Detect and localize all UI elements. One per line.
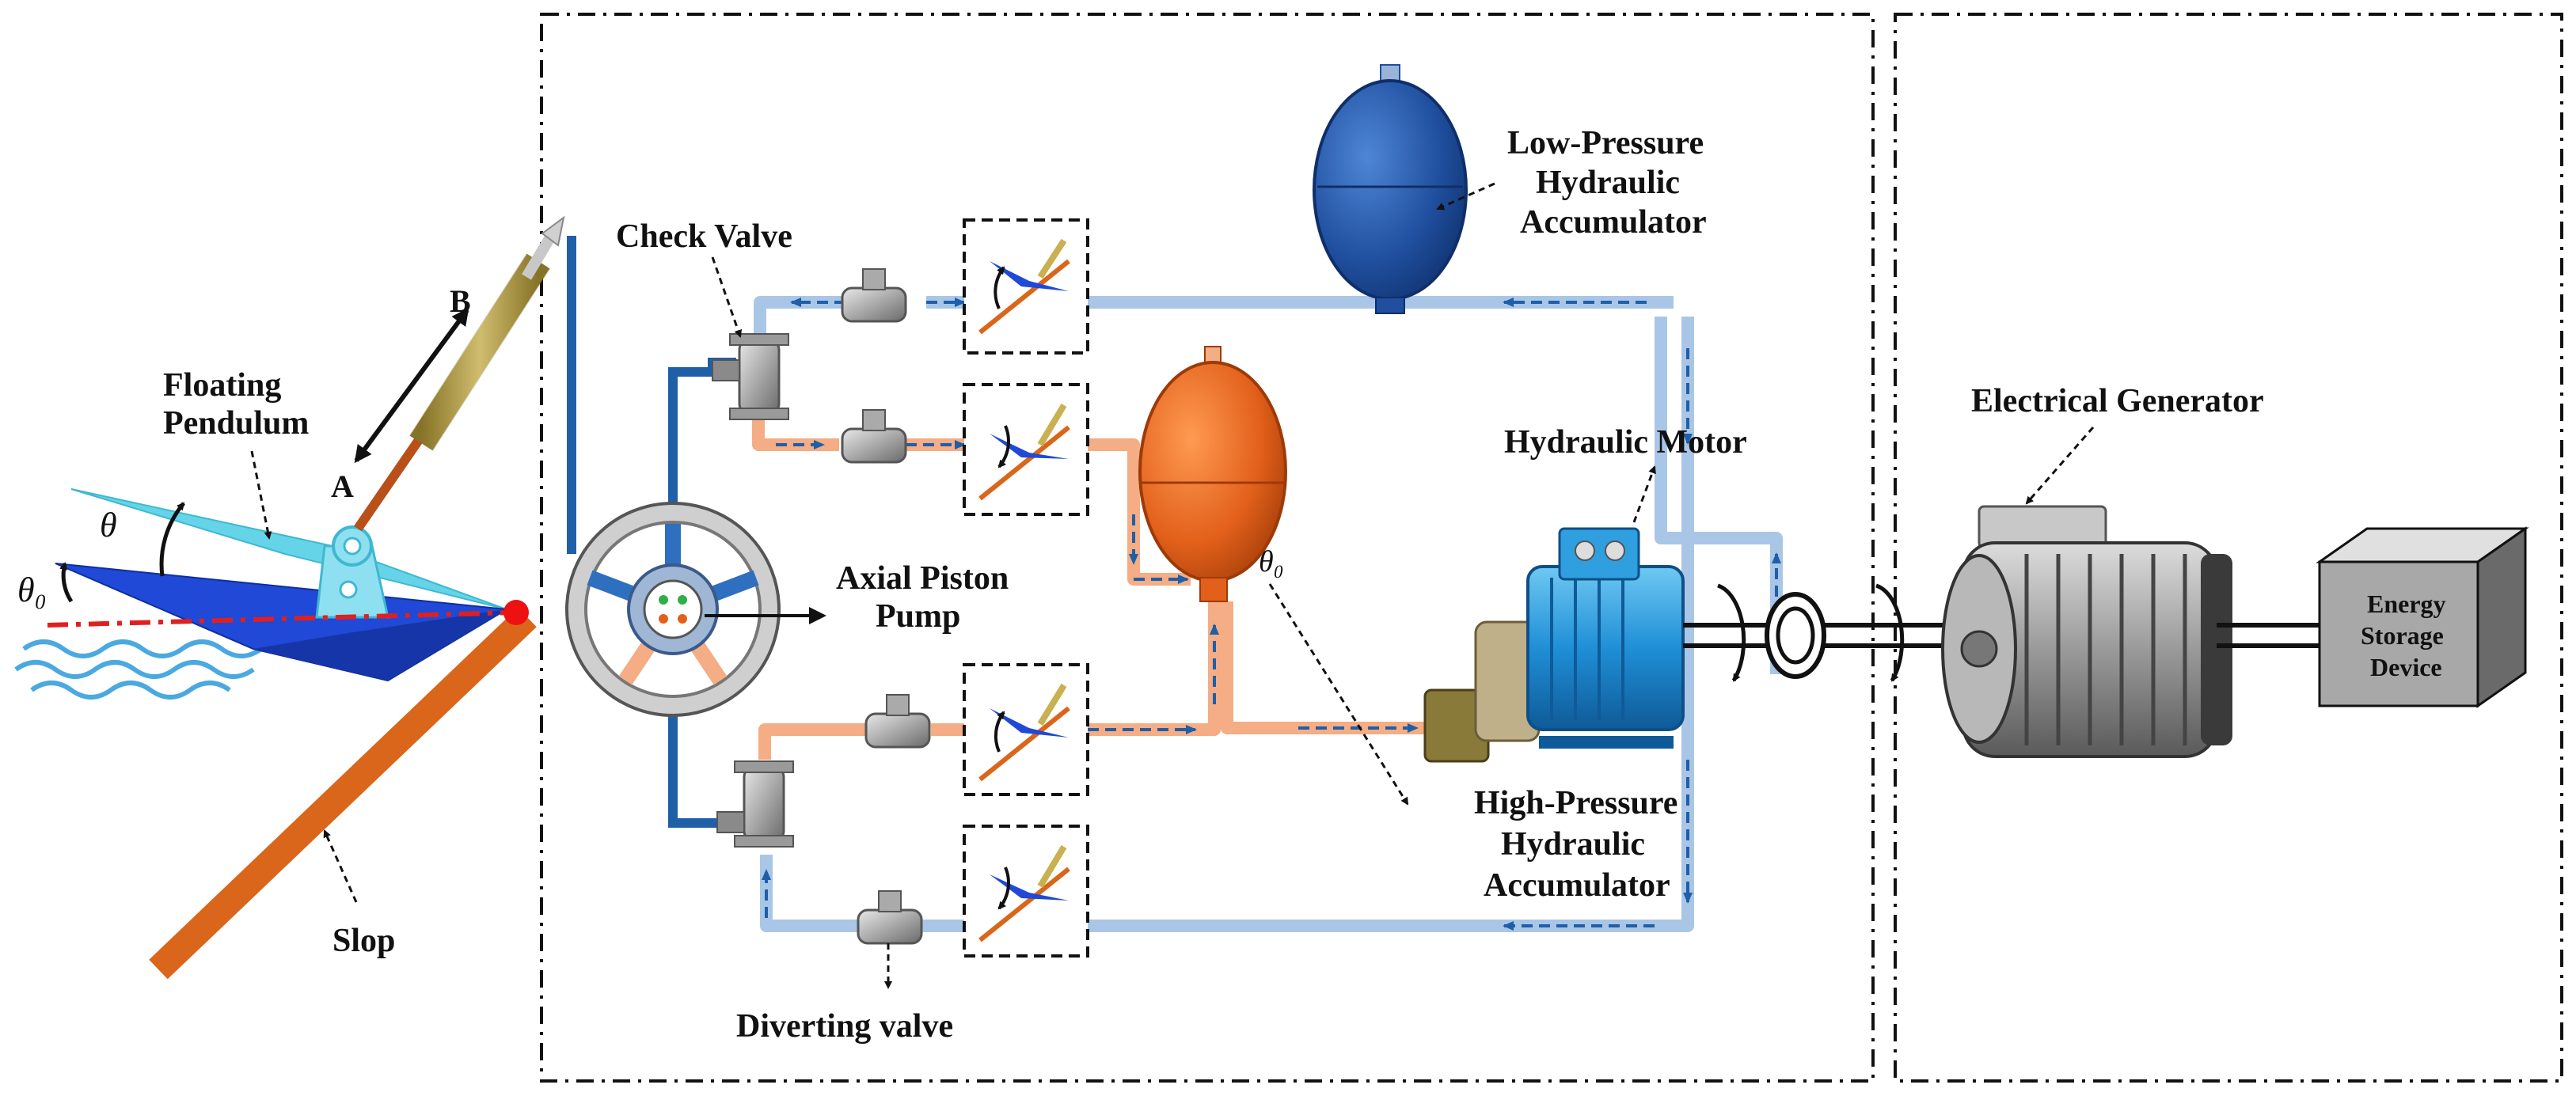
slope-bar xyxy=(149,607,537,980)
low-pressure-label-2: Hydraulic xyxy=(1536,165,1680,201)
energy-storage-label-1: Energy xyxy=(2367,590,2446,618)
high-pressure-label-1: High-Pressure xyxy=(1474,785,1677,821)
pendulum-leader xyxy=(250,450,272,540)
hydraulic-motor-leader xyxy=(1632,465,1656,523)
point-a-label: A xyxy=(331,468,354,504)
hydraulic-system-frame xyxy=(540,13,1875,1083)
low-pressure-label-1: Low-Pressure xyxy=(1507,125,1704,161)
hydraulic-cylinder xyxy=(354,215,565,532)
diverting-valve-3 xyxy=(864,694,931,749)
energy-storage-label-3: Device xyxy=(2370,653,2442,681)
axial-piston-pump-label-1: Axial Piston xyxy=(836,560,1009,597)
electrical-generator xyxy=(1941,505,2320,758)
diverting-valve-1 xyxy=(841,268,907,323)
pivot-point xyxy=(503,600,529,625)
energy-storage-device xyxy=(2316,526,2529,708)
high-pressure-leader xyxy=(1268,583,1409,806)
slop-label: Slop xyxy=(332,923,395,959)
high-pressure-label-2: Hydraulic xyxy=(1501,826,1645,863)
state-box-4 xyxy=(963,825,1089,958)
hydraulic-motor-label: Hydraulic Motor xyxy=(1504,424,1747,461)
axial-piston-pump-label-2: Pump xyxy=(876,598,960,635)
pendulum-lower-face xyxy=(253,609,507,681)
shaft-coupling xyxy=(1683,583,1979,682)
slop-leader xyxy=(323,829,358,903)
check-valve-lower xyxy=(716,760,794,848)
high-pressure-accumulator xyxy=(1138,346,1287,602)
energy-storage-label-2: Storage xyxy=(2361,621,2444,650)
electrical-generator-leader xyxy=(2025,427,2095,505)
high-pressure-label-3: Accumulator xyxy=(1484,867,1670,904)
state-box-1 xyxy=(963,218,1089,355)
stroke-arrow xyxy=(354,307,469,464)
state-boxes xyxy=(963,218,1089,958)
frames xyxy=(540,13,2563,1083)
floating-pendulum-assembly: Floating Pendulum A B θ θ₀ Slop xyxy=(14,215,565,980)
axial-piston-pump xyxy=(565,502,826,717)
hydraulic-motor xyxy=(1423,527,1685,763)
state-box-2 xyxy=(963,383,1089,516)
check-valve-label: Check Valve xyxy=(616,218,792,255)
electrical-generator-label: Electrical Generator xyxy=(1971,383,2264,419)
point-b-label: B xyxy=(450,283,471,319)
state-box-3 xyxy=(963,663,1089,796)
water-waves-icon xyxy=(14,639,263,700)
valves xyxy=(712,268,931,945)
floating-pendulum-label-1: Floating xyxy=(163,367,281,404)
theta-arc xyxy=(159,502,185,577)
floating-pendulum-label-2: Pendulum xyxy=(163,405,309,442)
check-valve-upper xyxy=(712,333,789,420)
low-pressure-label-3: Accumulator xyxy=(1520,204,1707,241)
check-valve-leader xyxy=(711,256,743,338)
neutral-line xyxy=(47,610,515,628)
theta-label: θ xyxy=(100,506,117,544)
generator-system-frame xyxy=(1894,13,2563,1083)
hinge-bracket xyxy=(315,525,389,619)
diverting-valve-label: Diverting valve xyxy=(736,1008,953,1045)
diverting-valve-2 xyxy=(841,409,907,464)
hp-theta-label: θ₀ xyxy=(1259,545,1284,578)
theta0-arc xyxy=(59,562,74,603)
theta0-label: θ₀ xyxy=(17,571,47,609)
diverting-valve-4 xyxy=(857,890,923,945)
low-pressure-accumulator xyxy=(1313,64,1468,314)
